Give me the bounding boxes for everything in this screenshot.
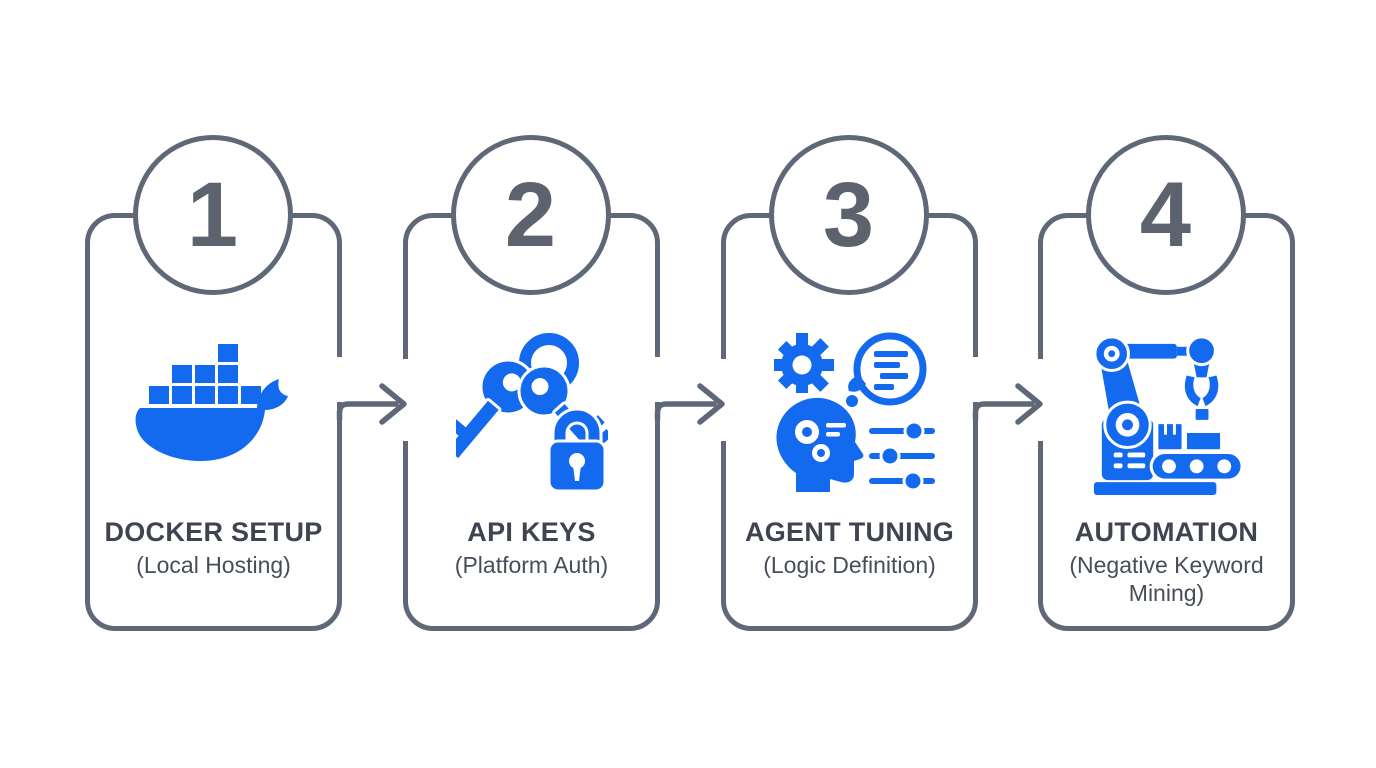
step-card-automation: AUTOMATION (Negative Keyword Mining)	[1038, 213, 1295, 631]
step-number-badge: 2	[451, 135, 611, 295]
step-number-badge: 4	[1086, 135, 1246, 295]
step-number: 4	[1139, 164, 1193, 266]
step-number: 1	[186, 164, 240, 266]
arrow-right-connector-2	[652, 357, 730, 441]
step-title: API KEYS	[467, 517, 596, 547]
step-subtitle: (Platform Auth)	[454, 552, 609, 578]
head-gears-chat-sliders-icon	[773, 332, 935, 492]
step-number-badge: 1	[133, 135, 293, 295]
step-title: AUTOMATION	[1074, 517, 1259, 547]
step-title: AGENT TUNING	[744, 517, 955, 547]
step-4-icon-area	[1043, 326, 1290, 496]
step-subtitle: (Local Hosting)	[136, 552, 291, 578]
step-2-icon-area	[408, 326, 655, 496]
step-number-badge: 3	[769, 135, 929, 295]
keys-padlock-icon	[455, 333, 608, 493]
arrow-right-connector-1	[334, 357, 412, 441]
step-1-icon-area	[90, 326, 337, 496]
docker-whale-icon	[135, 343, 288, 461]
step-number: 3	[822, 164, 876, 266]
step-subtitle: (Negative Keyword Mining)	[1069, 552, 1264, 607]
step-subtitle: (Logic Definition)	[763, 552, 936, 578]
step-3-icon-area	[726, 326, 973, 496]
step-title: DOCKER SETUP	[104, 517, 323, 547]
step-number: 2	[504, 164, 558, 266]
robotic-arm-conveyor-icon	[1092, 335, 1244, 495]
arrow-right-connector-3	[970, 357, 1048, 441]
